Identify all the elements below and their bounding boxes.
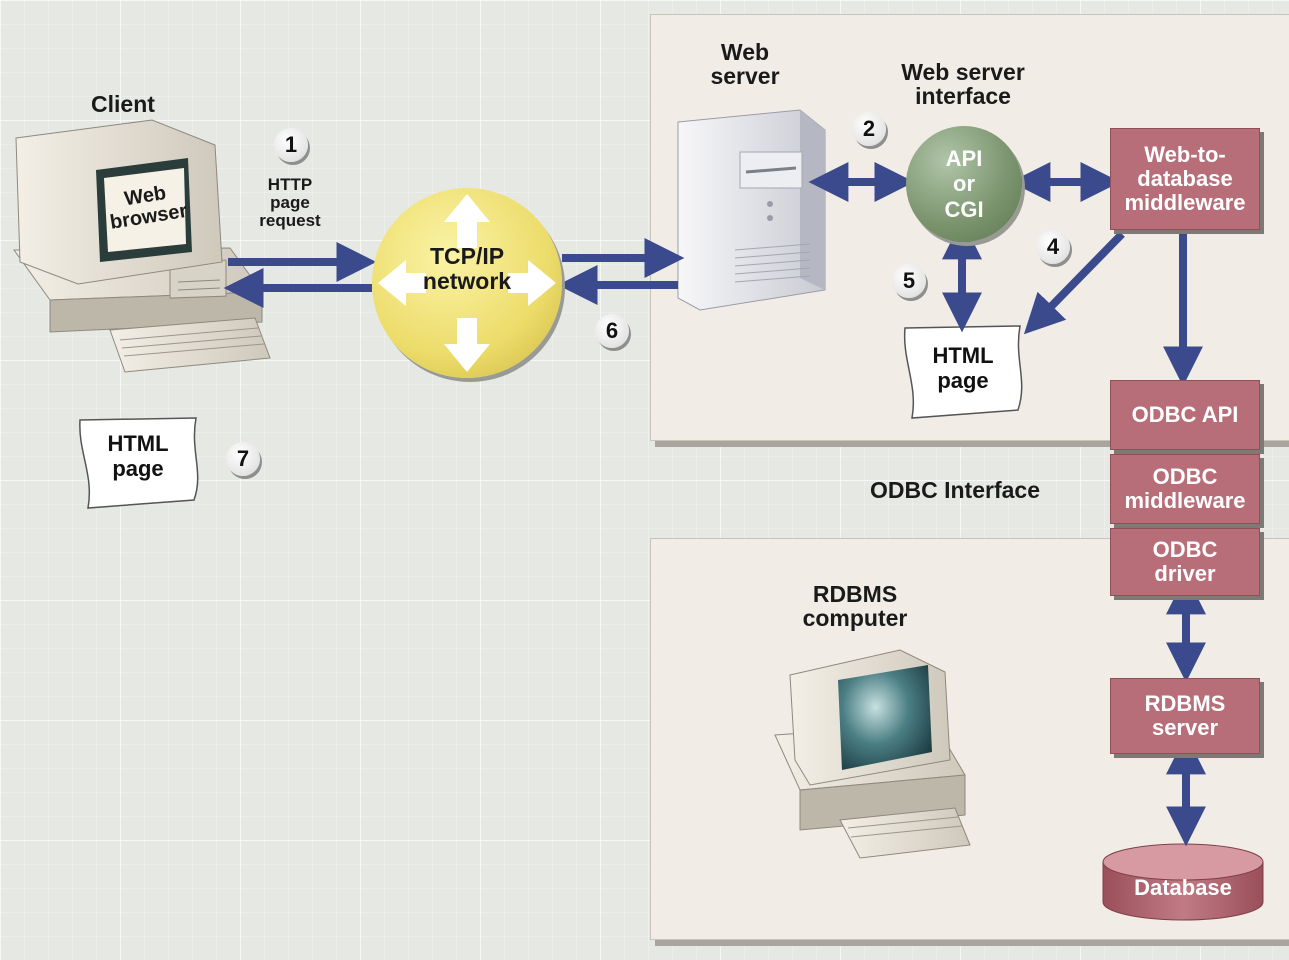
- step-badge: 5: [892, 264, 926, 298]
- odbc-driver-box: ODBC driver: [1110, 528, 1260, 596]
- web-server-interface-label: Web server interface: [901, 59, 1025, 110]
- rdbms-server-box: RDBMS server: [1110, 678, 1260, 754]
- step-badge: 7: [226, 442, 260, 476]
- api-cgi-circle: API or CGI: [906, 126, 1022, 242]
- odbc-middleware-label: ODBC middleware: [1124, 463, 1246, 513]
- odbc-interface-label: ODBC Interface: [870, 477, 1040, 503]
- html-page-server-label: HTML page: [932, 343, 994, 394]
- web-to-database-middleware-box: Web-to- database middleware: [1110, 128, 1260, 230]
- rdbms-server-label: RDBMS server: [1144, 690, 1226, 740]
- web-server-icon: [677, 109, 826, 311]
- database-cylinder-icon: [1102, 843, 1264, 921]
- tcpip-network-label: TCP/IP network: [422, 243, 512, 295]
- step-badge: 4: [1036, 230, 1070, 264]
- rdbms-computer-icon: [774, 649, 971, 859]
- arrow-middleware-htmlpage: [1023, 231, 1125, 335]
- database-label: Database: [1134, 875, 1232, 900]
- client-computer-icon: [13, 119, 271, 373]
- html-page-client-doc: [79, 417, 199, 509]
- step-badge: 1: [274, 128, 308, 162]
- html-page-server-doc: [903, 325, 1023, 419]
- rdbms-computer-label: RDBMS computer: [802, 581, 908, 632]
- odbc-driver-label: ODBC driver: [1152, 536, 1218, 586]
- web-to-database-middleware-label: Web-to- database middleware: [1124, 141, 1246, 216]
- api-cgi-label: API or CGI: [944, 146, 984, 222]
- odbc-middleware-box: ODBC middleware: [1110, 454, 1260, 524]
- http-request-label: HTTP page request: [259, 175, 321, 230]
- step-badge: 6: [595, 314, 629, 348]
- step-badge: 2: [852, 112, 886, 146]
- html-page-client-label: HTML page: [107, 431, 169, 482]
- web-server-label: Web server: [710, 39, 780, 90]
- odbc-api-label: ODBC API: [1131, 401, 1239, 427]
- odbc-api-box: ODBC API: [1110, 380, 1260, 450]
- client-label: Client: [91, 91, 155, 117]
